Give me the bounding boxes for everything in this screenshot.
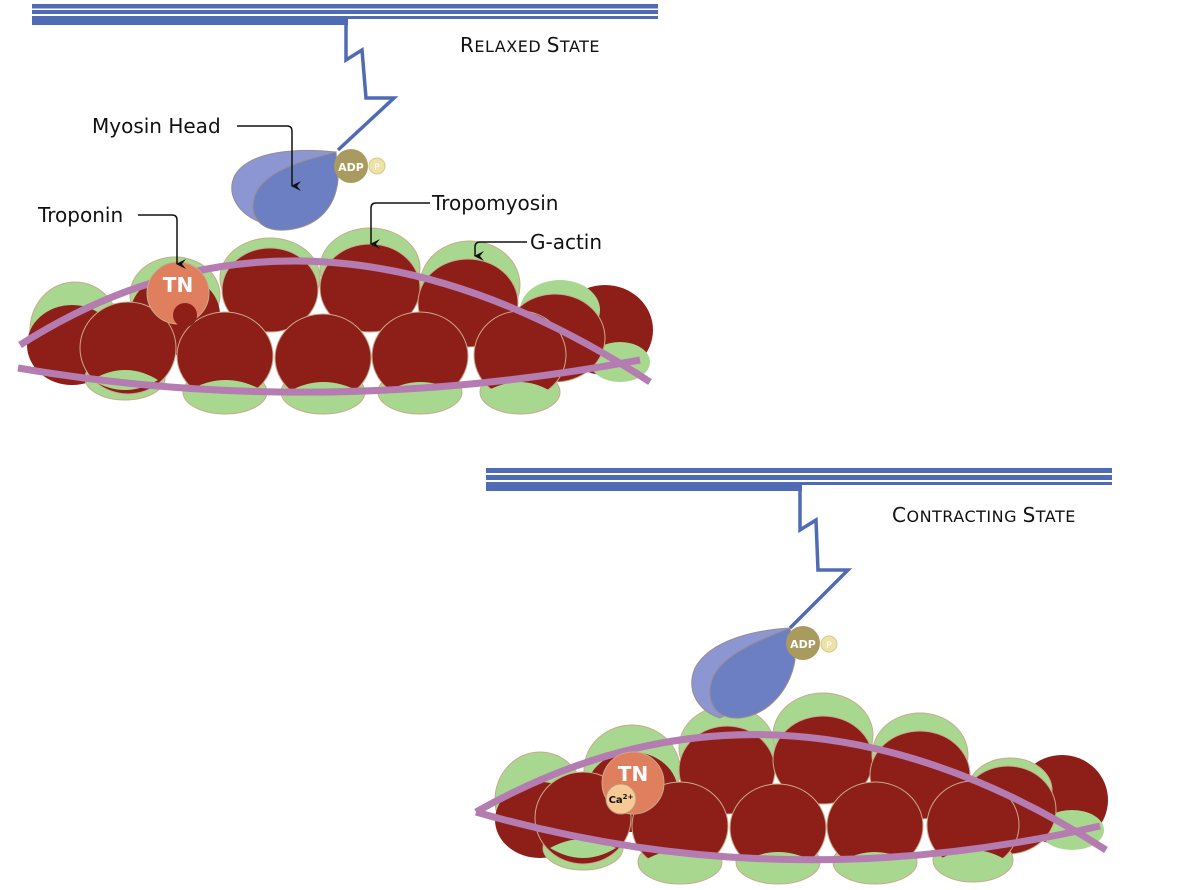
- tropomyosin-strand: [18, 257, 652, 385]
- svg-text:ADP: ADP: [790, 638, 816, 651]
- relaxed-state-panel: RELAXED STATE: [17, 4, 658, 415]
- calcium-ion: Ca2+: [605, 783, 637, 815]
- myosin-head-label: Myosin Head: [92, 114, 221, 138]
- thin-filament: [494, 692, 1108, 885]
- contracting-state-panel: CONTRACTING STATE: [474, 468, 1112, 885]
- svg-text:TN: TN: [618, 762, 648, 786]
- troponin-arrow: [138, 214, 186, 269]
- adp-molecule: ADP: [334, 149, 368, 183]
- myosin-neck: [336, 22, 399, 152]
- svg-text:TN: TN: [163, 273, 193, 297]
- thick-filament: [486, 468, 1112, 491]
- tropomyosin-strand: [474, 731, 1108, 853]
- svg-text:P: P: [826, 641, 832, 651]
- svg-text:ADP: ADP: [338, 161, 364, 174]
- troponin-complex: TN: [146, 261, 210, 327]
- thick-filament: [32, 4, 658, 25]
- tropomyosin-label: Tropomyosin: [431, 191, 558, 215]
- tropomyosin-strand: [17, 356, 641, 396]
- tropomyosin-arrow: [370, 202, 430, 249]
- myosin-head: [231, 149, 339, 231]
- g-actin-label: G-actin: [530, 230, 602, 254]
- thin-filament: [27, 227, 653, 415]
- svg-text:P: P: [374, 163, 380, 173]
- relaxed-state-title: RELAXED STATE: [460, 33, 600, 57]
- phosphate-molecule: P: [820, 635, 838, 653]
- myosin-head: [691, 627, 796, 719]
- contracting-state-title: CONTRACTING STATE: [892, 503, 1076, 527]
- myosin-head-arrow: [237, 125, 301, 191]
- phosphate-molecule: P: [368, 157, 386, 175]
- g-actin-monomer: [79, 301, 177, 395]
- troponin-label: Troponin: [37, 203, 123, 227]
- myosin-neck: [788, 488, 853, 630]
- g-actin-arrow: [474, 241, 527, 261]
- troponin-complex: TN Ca2+: [601, 751, 665, 815]
- svg-text:Ca2+: Ca2+: [609, 793, 634, 806]
- adp-molecule: ADP: [786, 626, 820, 660]
- tropomyosin-strand: [475, 808, 1101, 864]
